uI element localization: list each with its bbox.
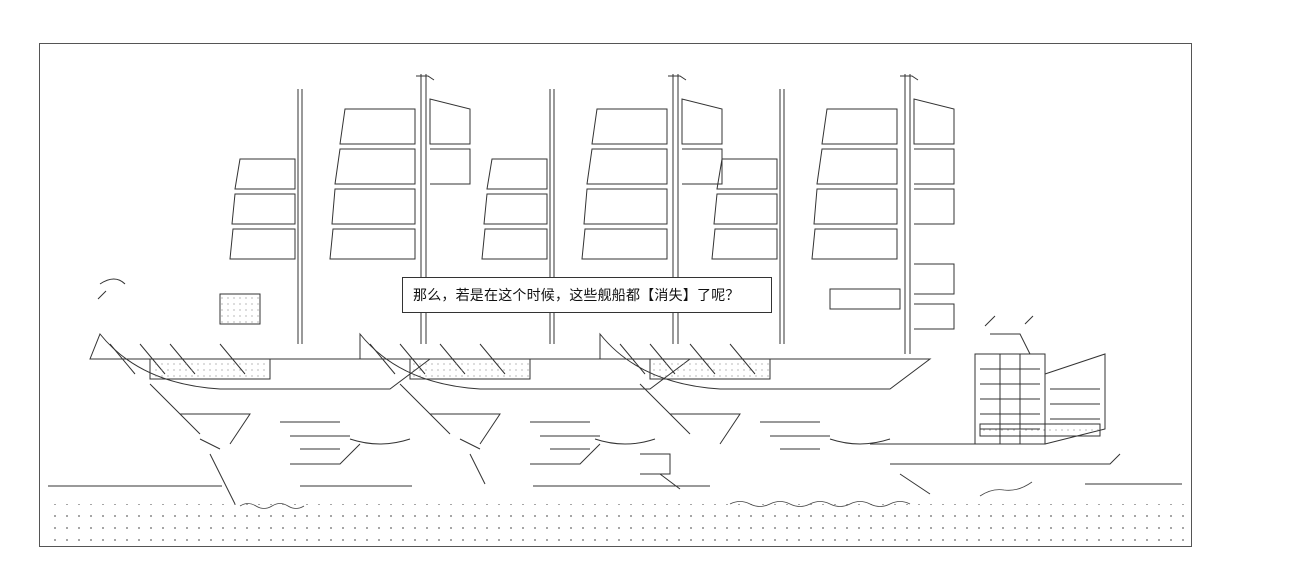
- sea-dots: [46, 504, 1184, 542]
- ship-3: [599, 74, 955, 450]
- ship-2: [359, 74, 723, 490]
- ascii-art-frame: 那么，若是在这个时候，这些舰船都【消失】了呢？: [39, 43, 1192, 547]
- dialogue-box: 那么，若是在这个时候，这些舰船都【消失】了呢？: [402, 277, 772, 313]
- fleet-scene: [46, 74, 1184, 542]
- dialogue-text: 那么，若是在这个时候，这些舰船都【消失】了呢？: [413, 288, 740, 304]
- stern-castle: [890, 315, 1121, 495]
